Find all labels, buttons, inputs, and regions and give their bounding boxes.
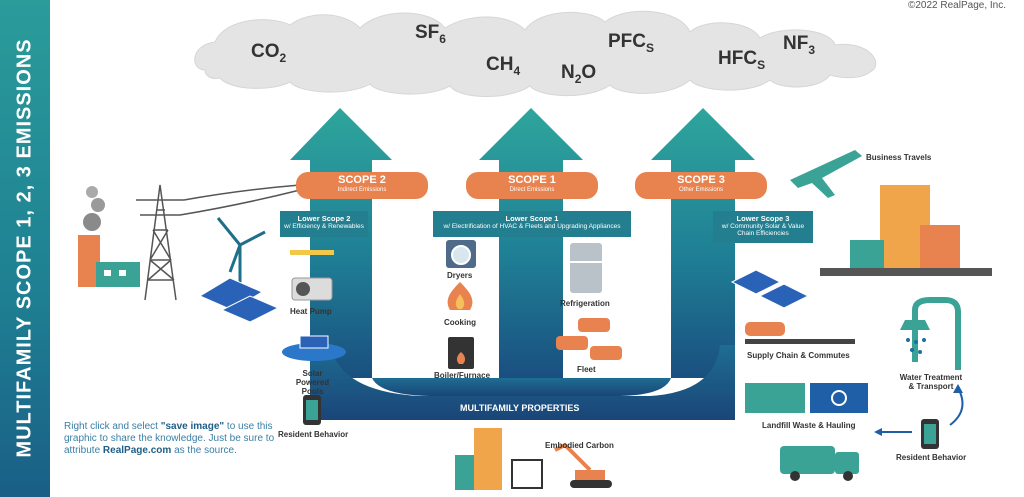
copyright-text: ©2022 RealPage, Inc. bbox=[908, 0, 1006, 11]
gas-label: PFC bbox=[608, 31, 646, 52]
phone-icon bbox=[303, 395, 321, 425]
building-icon bbox=[455, 428, 543, 490]
transmission-tower-icon bbox=[136, 184, 301, 301]
scope1-pill: SCOPE 1 Direct Emissions bbox=[466, 172, 598, 199]
attribution-note: Right click and select "save image" to u… bbox=[64, 421, 284, 457]
gas-label: HFC bbox=[718, 48, 758, 69]
furnace-icon bbox=[448, 337, 474, 369]
dumpster-icon bbox=[745, 383, 868, 413]
refrigeration-label: Refrigeration bbox=[560, 299, 610, 308]
scope2-subtitle: Indirect Emissions bbox=[337, 187, 387, 193]
dryers-label: Dryers bbox=[447, 271, 473, 280]
business-travels-label: Business Travels bbox=[866, 153, 932, 162]
scope-arrows bbox=[290, 108, 755, 378]
gas-label-tail: O bbox=[581, 62, 597, 83]
gas-subscript: 6 bbox=[439, 31, 446, 46]
gas-ch4: CH4 bbox=[486, 54, 520, 78]
lower-scope2-title: Lower Scope 2 bbox=[297, 214, 351, 223]
lower-scope1-box: Lower Scope 1 w/ Electrification of HVAC… bbox=[433, 211, 631, 237]
gas-subscript: S bbox=[757, 57, 766, 72]
scope3-arrow bbox=[651, 108, 755, 378]
scope1-subtitle: Direct Emissions bbox=[509, 187, 555, 193]
gas-subscript: 4 bbox=[513, 63, 521, 78]
scope2-title: SCOPE 2 bbox=[338, 174, 386, 186]
resident-phone-icon bbox=[921, 419, 939, 449]
gas-label: CH bbox=[486, 54, 514, 75]
scope3-pill: SCOPE 3 Other Emissions bbox=[635, 172, 767, 199]
excavator-icon bbox=[554, 442, 612, 488]
lower-scope3-desc: w/ Community Solar & Value Chain Efficie… bbox=[721, 223, 805, 237]
cycle-arrows bbox=[874, 384, 964, 436]
city-buildings-icon bbox=[820, 185, 992, 276]
fleet-icon bbox=[556, 318, 622, 360]
refrigerator-icon bbox=[570, 243, 602, 293]
lower-scope3-title: Lower Scope 3 bbox=[736, 214, 790, 223]
power-plant-icon bbox=[78, 186, 140, 287]
fleet-label: Fleet bbox=[577, 365, 596, 374]
lower-scope2-box: Lower Scope 2 w/ Efficiency & Renewables bbox=[280, 211, 368, 237]
boiler-furnace-label: Boiler/Furnace bbox=[434, 371, 491, 380]
scope3-subtitle: Other Emissions bbox=[678, 187, 723, 193]
community-solar-icon bbox=[730, 269, 810, 309]
solar-pools-label: Solar Powered Pools bbox=[295, 369, 330, 396]
dryer-icon bbox=[446, 240, 476, 268]
shower-icon bbox=[900, 297, 961, 370]
flame-icon bbox=[447, 282, 473, 310]
gas-hfcs: HFCS bbox=[718, 48, 765, 72]
note-text: Right click and select bbox=[64, 421, 161, 432]
gas-nf3: NF3 bbox=[783, 33, 815, 57]
gas-sf6: SF6 bbox=[415, 22, 446, 46]
scope2-pill: SCOPE 2 Indirect Emissions bbox=[296, 172, 428, 199]
solar-panels-icon bbox=[198, 277, 280, 323]
pool-icon bbox=[282, 335, 346, 361]
gas-pfcs: PFCS bbox=[608, 31, 654, 55]
gas-subscript: 3 bbox=[808, 42, 816, 57]
note-text: as the source. bbox=[171, 445, 237, 456]
gas-subscript: 2 bbox=[574, 71, 582, 86]
note-text: to use this graphic to share the knowled… bbox=[64, 421, 275, 456]
heat-pump-icon bbox=[290, 250, 334, 301]
commute-car-icon bbox=[745, 322, 855, 344]
landfill-waste-label: Landfill Waste & Hauling bbox=[762, 421, 856, 430]
gas-subscript: S bbox=[646, 40, 655, 55]
resident-behavior-label-2: Resident Behavior bbox=[896, 453, 967, 462]
gas-co2: CO2 bbox=[251, 41, 286, 65]
lower-scope1-desc: w/ Electrification of HVAC & Fleets and … bbox=[443, 223, 621, 230]
airplane-icon bbox=[790, 150, 862, 198]
base-arch bbox=[310, 345, 735, 420]
gas-subscript: 2 bbox=[279, 50, 287, 65]
gas-label: N bbox=[561, 62, 575, 83]
note-emphasis: "save image" bbox=[160, 421, 225, 432]
scope1-title: SCOPE 1 bbox=[508, 174, 556, 186]
resident-behavior-label: Resident Behavior bbox=[278, 430, 349, 439]
water-treatment-label: Water Treatment & Transport bbox=[899, 373, 963, 391]
embodied-carbon-label: Embodied Carbon bbox=[545, 441, 614, 450]
realpage-link[interactable]: RealPage.com bbox=[102, 445, 172, 456]
cooking-label: Cooking bbox=[444, 318, 476, 327]
lower-scope2-desc: w/ Efficiency & Renewables bbox=[284, 223, 364, 230]
gas-n2o: N2O bbox=[561, 62, 596, 86]
heat-pump-label: Heat Pump bbox=[290, 307, 332, 316]
lower-scope3-box: Lower Scope 3 w/ Community Solar & Value… bbox=[713, 211, 813, 243]
base-label: MULTIFAMILY PROPERTIES bbox=[460, 403, 580, 413]
supply-chain-label: Supply Chain & Commutes bbox=[747, 351, 850, 360]
gas-label: NF bbox=[783, 33, 809, 54]
gas-label: CO bbox=[251, 41, 280, 62]
lower-scope1-title: Lower Scope 1 bbox=[505, 214, 559, 223]
gas-label: SF bbox=[415, 22, 440, 43]
cloud bbox=[194, 10, 877, 97]
scope3-title: SCOPE 3 bbox=[677, 174, 725, 186]
garbage-truck-icon bbox=[780, 446, 859, 481]
sidebar: MULTIFAMILY SCOPE 1, 2, 3 EMISSIONS bbox=[0, 0, 50, 497]
